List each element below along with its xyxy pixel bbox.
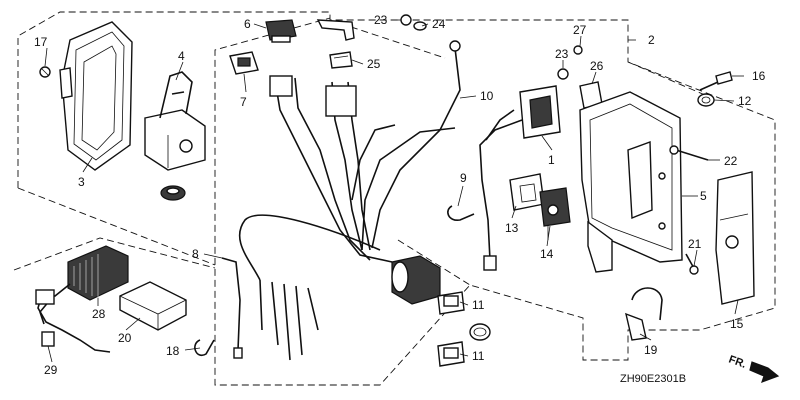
foam-pad <box>119 281 187 331</box>
callout-23-right: 23 <box>555 47 569 61</box>
assembly-outline <box>13 11 776 386</box>
nut-23-top <box>400 14 427 31</box>
switch-14 <box>539 187 571 240</box>
callout-5: 5 <box>700 189 707 203</box>
callout-26: 26 <box>590 59 604 73</box>
wire-clip <box>194 339 215 357</box>
terminal-cap-upper <box>437 291 465 315</box>
callout-23-top: 23 <box>374 13 388 27</box>
callout-20: 20 <box>118 331 132 345</box>
callout-21: 21 <box>688 237 702 251</box>
solenoid <box>391 255 441 305</box>
callout-25: 25 <box>367 57 381 71</box>
diagram-code: ZH90E2301B <box>620 373 686 385</box>
direction-label: FR. <box>727 354 748 371</box>
callout-7: 7 <box>240 95 247 109</box>
callout-18: 18 <box>166 344 180 358</box>
callout-12: 12 <box>738 94 752 108</box>
bolt-21 <box>685 253 699 275</box>
cable-clip-9 <box>447 205 475 221</box>
callout-14: 14 <box>540 247 554 261</box>
callout-9: 9 <box>460 171 467 185</box>
connector-7 <box>229 51 259 75</box>
callout-17: 17 <box>34 35 48 49</box>
callout-16: 16 <box>752 69 766 83</box>
terminal-cap-lower <box>437 341 465 367</box>
arrow-icon <box>749 361 780 384</box>
callout-29: 29 <box>44 363 58 377</box>
callout-2: 2 <box>648 33 655 47</box>
o-ring <box>469 323 491 341</box>
combination-switch <box>479 85 561 271</box>
side-plate <box>715 171 755 305</box>
callout-10: 10 <box>480 89 494 103</box>
callout-24: 24 <box>432 17 446 31</box>
grommet <box>160 185 186 201</box>
callout-22: 22 <box>724 154 738 168</box>
diode-13 <box>509 173 545 211</box>
callout-11-upper: 11 <box>472 298 485 312</box>
callouts: 1 2 3 4 5 6 7 8 9 10 11 11 12 13 14 15 1… <box>34 13 766 377</box>
callout-13: 13 <box>505 221 519 235</box>
callout-8: 8 <box>192 247 199 261</box>
screw-17 <box>39 66 51 78</box>
bolt-16 <box>699 71 733 91</box>
callout-28: 28 <box>92 307 106 321</box>
bracket <box>144 71 206 171</box>
bolt-22 <box>669 145 709 161</box>
callout-1: 1 <box>548 153 555 167</box>
callout-11-lower: 11 <box>472 349 485 363</box>
ground-wire <box>221 257 243 359</box>
control-box <box>579 91 683 273</box>
nut-12 <box>697 93 715 107</box>
leader-lines <box>44 19 744 363</box>
regulator-rectifier <box>35 245 129 353</box>
cable-band-19 <box>625 287 663 341</box>
callout-6: 6 <box>244 17 251 31</box>
callout-19: 19 <box>644 343 658 357</box>
clip-26 <box>573 45 603 109</box>
callout-27: 27 <box>573 23 587 37</box>
callout-4: 4 <box>178 49 185 63</box>
wire-harness <box>238 40 461 361</box>
callout-15: 15 <box>730 317 744 331</box>
nut-23-right <box>557 68 569 80</box>
clamp-top <box>316 19 355 41</box>
front-direction-arrow: FR. <box>727 354 780 384</box>
callout-3: 3 <box>78 175 85 189</box>
connector-6 <box>265 19 297 43</box>
control-box-cover <box>59 21 133 171</box>
cap-25 <box>329 51 353 69</box>
